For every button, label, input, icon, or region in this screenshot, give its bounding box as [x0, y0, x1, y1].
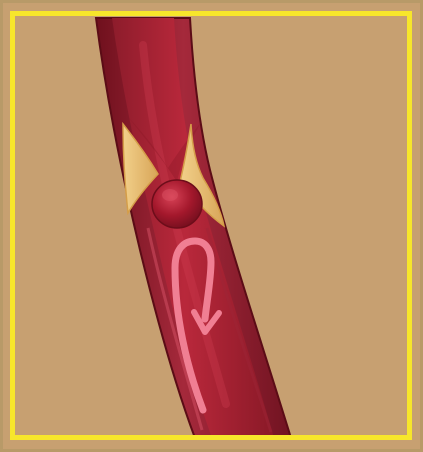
clot-highlight: [162, 189, 178, 201]
blood-clot: [152, 180, 202, 228]
